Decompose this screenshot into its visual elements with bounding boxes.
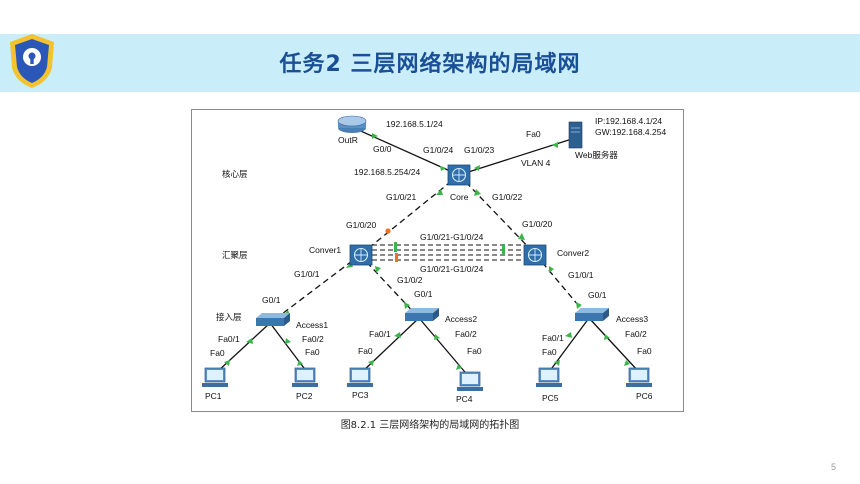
label-pc6: PC6 — [636, 391, 653, 401]
pc5-icon — [536, 367, 562, 387]
label-access1: Access1 — [296, 320, 328, 330]
label-server-port: Fa0 — [526, 129, 541, 139]
label-pc4: PC4 — [456, 394, 473, 404]
title-banner — [0, 34, 860, 92]
label-access2: Access2 — [445, 314, 477, 324]
label-conver1: Conver1 — [309, 245, 341, 255]
label-a3-fa0-1: Fa0/1 — [542, 333, 564, 343]
label-outr-ip: 192.168.5.1/24 — [386, 119, 443, 129]
label-a1-g0-1: G0/1 — [262, 295, 281, 305]
label-outr-port: G0/0 — [373, 144, 392, 154]
label-c1-g1-0-20: G1/0/20 — [346, 220, 377, 230]
pc1-icon — [202, 367, 228, 387]
label-a1-fa0-1: Fa0/1 — [218, 334, 240, 344]
link-access1-pc2 — [269, 322, 308, 373]
label-server: Web服务器 — [575, 150, 618, 160]
link-access1-pc1 — [216, 322, 271, 373]
label-layer-distribution: 汇聚层 — [222, 250, 248, 260]
label-pc3: PC3 — [352, 390, 369, 400]
label-a3-fa0-2: Fa0/2 — [625, 329, 647, 339]
label-core-g1-0-23: G1/0/23 — [464, 145, 495, 155]
pc2-icon — [292, 367, 318, 387]
label-c1-g1-0-1: G1/0/1 — [294, 269, 320, 279]
label-core: Core — [450, 192, 469, 202]
label-trunk-top: G1/0/21-G1/0/24 — [420, 232, 484, 242]
label-trunk-bottom: G1/0/21-G1/0/24 — [420, 264, 484, 274]
link-access2-pc4 — [418, 317, 471, 379]
switch-conver2 — [523, 244, 547, 266]
link-access3-pc6 — [588, 317, 640, 373]
label-c2-g1-0-1: G1/0/1 — [568, 270, 594, 280]
label-pc5-fa0: Fa0 — [542, 347, 557, 357]
link-conver1-access1 — [269, 254, 361, 324]
label-pc3-fa0: Fa0 — [358, 346, 373, 356]
label-a2-g0-1: G0/1 — [414, 289, 433, 299]
label-a2-fa0-2: Fa0/2 — [455, 329, 477, 339]
link-core-conver2 — [458, 174, 537, 256]
pc6-icon — [626, 367, 652, 387]
label-server-gw: GW:192.168.4.254 — [595, 127, 666, 137]
label-pc6-fa0: Fa0 — [637, 346, 652, 356]
router-outr — [337, 115, 367, 133]
label-core-g1-0-24: G1/0/24 — [423, 145, 454, 155]
label-a1-fa0-2: Fa0/2 — [302, 334, 324, 344]
label-core-ip: 192.168.5.254/24 — [354, 167, 420, 177]
switch-core — [447, 164, 471, 186]
label-vlan: VLAN 4 — [521, 158, 551, 168]
label-server-ip: IP:192.168.4.1/24 — [595, 116, 662, 126]
label-c1-g1-0-2: G1/0/2 — [397, 275, 423, 285]
label-a2-fa0-1: Fa0/1 — [369, 329, 391, 339]
figure-caption: 图8.2.1 三层网络架构的局域网的拓扑图 — [340, 420, 520, 431]
label-core-g1-0-21: G1/0/21 — [386, 192, 417, 202]
page-number: 5 — [830, 462, 836, 472]
label-c2-g1-0-20: G1/0/20 — [522, 219, 553, 229]
shield-keyhole-icon — [10, 34, 54, 88]
label-layer-access: 接入层 — [216, 312, 242, 322]
label-core-g1-0-22: G1/0/22 — [492, 192, 523, 202]
switch-access3 — [575, 308, 609, 321]
switch-access1 — [256, 313, 290, 326]
switch-access2 — [405, 308, 439, 321]
pc4-icon — [457, 371, 483, 391]
label-pc2-fa0: Fa0 — [305, 347, 320, 357]
label-pc1: PC1 — [205, 391, 222, 401]
switch-conver1 — [349, 244, 373, 266]
slide-title: 任务2 三层网络架构的局域网 — [279, 52, 581, 77]
port-blocked-indicators — [385, 228, 398, 262]
label-outr: OutR — [338, 135, 358, 145]
label-pc2: PC2 — [296, 391, 313, 401]
label-conver2: Conver2 — [557, 248, 589, 258]
label-access3: Access3 — [616, 314, 648, 324]
link-access3-pc5 — [548, 317, 590, 373]
link-conver1-access2 — [359, 254, 420, 319]
pc3-icon — [347, 367, 373, 387]
label-pc4-fa0: Fa0 — [467, 346, 482, 356]
link-conver2-access3 — [535, 254, 590, 319]
label-a3-g0-1: G0/1 — [588, 290, 607, 300]
link-core-conver1 — [359, 174, 460, 256]
label-layer-core: 核心层 — [222, 169, 248, 179]
topology-figure: 192.168.5.1/24 OutR G0/0 G1/0/24 G1/0/23… — [191, 109, 684, 412]
label-pc1-fa0: Fa0 — [210, 348, 225, 358]
topology-diagram: 192.168.5.1/24 OutR G0/0 G1/0/24 G1/0/23… — [202, 115, 666, 404]
web-server-icon — [568, 121, 583, 149]
label-pc5: PC5 — [542, 393, 559, 403]
